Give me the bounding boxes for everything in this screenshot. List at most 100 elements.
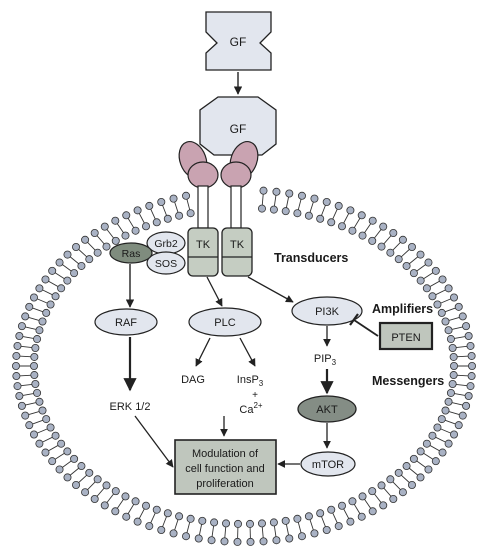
lipid-head xyxy=(368,507,377,516)
tyrosine-kinase-left: TK xyxy=(187,227,219,277)
cell-membrane xyxy=(11,186,476,546)
lipid-head xyxy=(297,191,306,200)
lipid-head xyxy=(416,473,425,482)
lipid-head xyxy=(233,537,242,546)
lipid-head xyxy=(81,488,90,497)
lipid-head xyxy=(297,532,306,541)
lipid-head xyxy=(46,423,55,432)
lipid-head xyxy=(77,462,86,471)
lipid-head xyxy=(207,536,216,545)
lipid-head xyxy=(448,380,457,389)
lipid-head xyxy=(368,236,377,245)
lipid-head xyxy=(72,481,81,490)
lipid-head xyxy=(81,235,90,244)
lipid-head xyxy=(169,194,178,203)
lipid-head xyxy=(41,448,50,457)
lipid-head xyxy=(111,487,120,496)
lipid-head xyxy=(448,343,457,352)
lipid-head xyxy=(77,261,86,270)
plc-to-insp3-arrow xyxy=(239,337,256,367)
lipid-head xyxy=(31,343,40,352)
lipid-head xyxy=(102,242,111,251)
lipid-head xyxy=(141,501,150,510)
receptor-lobe-left xyxy=(187,161,219,189)
lipid-head xyxy=(402,261,411,270)
lipid-head xyxy=(38,406,47,415)
lipid-head xyxy=(416,447,425,456)
lipid-head xyxy=(100,222,109,231)
lipid-head xyxy=(145,522,154,531)
lipid-head xyxy=(446,335,455,344)
lipid-head xyxy=(70,269,79,278)
lipid-head xyxy=(29,430,38,439)
lipid-head xyxy=(304,512,313,521)
lipid-head xyxy=(431,266,440,275)
lipid-head xyxy=(121,492,130,501)
lipid-head xyxy=(379,222,388,231)
insp3-label: InsP3 xyxy=(237,374,264,388)
lipid-head xyxy=(222,519,231,528)
lipid-head xyxy=(368,216,377,225)
lipid-head xyxy=(17,322,26,331)
lipid-head xyxy=(357,211,366,220)
akt-label: AKT xyxy=(316,404,338,416)
lipid-head xyxy=(41,275,50,284)
lipid-head xyxy=(198,516,207,525)
lipid-head xyxy=(327,505,336,514)
lipid-head xyxy=(163,214,172,223)
ras-label: Ras xyxy=(122,248,141,260)
lipid-head xyxy=(462,322,471,331)
lipid-head xyxy=(21,312,30,321)
lipid-head xyxy=(458,411,467,420)
lipid-head xyxy=(466,341,475,350)
lipid-head xyxy=(386,248,395,257)
growth-factor-free: GF xyxy=(205,11,272,71)
lipid-head xyxy=(389,495,398,504)
lipid-head xyxy=(462,401,471,410)
lipid-head xyxy=(245,519,254,528)
lipid-head xyxy=(111,236,120,245)
lipid-head xyxy=(30,371,39,380)
lipid-head xyxy=(48,266,57,275)
lipid-head xyxy=(55,465,64,474)
lipid-head xyxy=(259,186,268,195)
lipid-head xyxy=(466,382,475,391)
lipid-head xyxy=(444,397,453,406)
lipid-head xyxy=(122,512,131,521)
lipid-head xyxy=(424,465,433,474)
lipid-head xyxy=(428,292,437,301)
pip3-label: PIP3 xyxy=(314,353,337,367)
lipid-head xyxy=(85,468,94,477)
lipid-head xyxy=(322,526,331,535)
modulation-line-3: proliferation xyxy=(196,478,253,490)
tk-left-label: TK xyxy=(196,239,211,251)
lipid-head xyxy=(25,421,34,430)
lipid-head xyxy=(57,439,66,448)
lipid-head xyxy=(416,276,425,285)
lipid-head xyxy=(57,284,66,293)
lipid-head xyxy=(31,380,40,389)
lipid-head xyxy=(72,242,81,251)
lipid-head xyxy=(15,331,24,340)
lipid-head xyxy=(121,231,130,240)
lipid-head xyxy=(51,292,60,301)
lipid-head xyxy=(102,481,111,490)
lipid-head xyxy=(416,250,425,259)
lipid-head xyxy=(93,475,102,484)
lipid-head xyxy=(90,495,99,504)
lipid-head xyxy=(449,371,458,380)
lipid-head xyxy=(450,293,459,302)
lipid-head xyxy=(93,248,102,257)
lipid-head xyxy=(346,206,355,215)
lipid-head xyxy=(42,415,51,424)
lipid-head xyxy=(100,501,109,510)
lipid-head xyxy=(111,216,120,225)
lipid-head xyxy=(458,312,467,321)
lipid-head xyxy=(467,361,476,370)
lipid-head xyxy=(437,308,446,317)
lipid-head xyxy=(281,516,290,525)
receptor-lobe-right xyxy=(220,161,252,189)
lipid-head xyxy=(377,481,386,490)
lipid-head xyxy=(85,255,94,264)
